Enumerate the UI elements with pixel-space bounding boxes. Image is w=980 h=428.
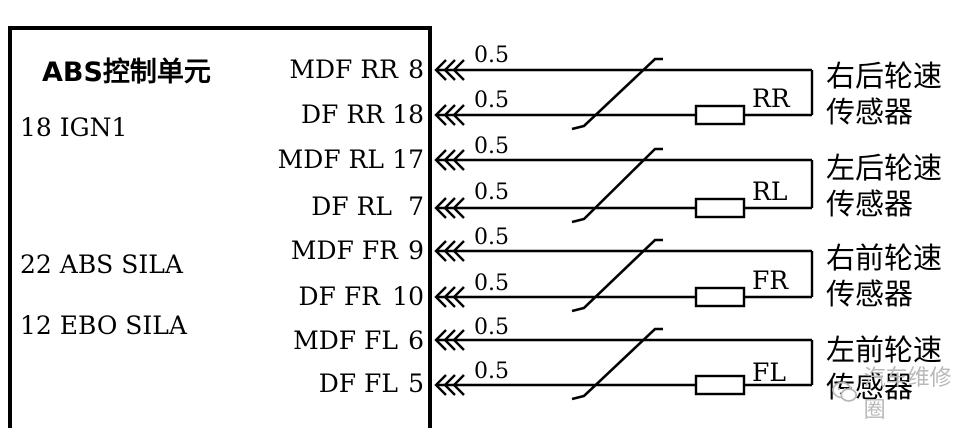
terminal-pin: 6: [408, 326, 424, 355]
wire-gauge: 0.5: [474, 43, 509, 68]
sensor-resistor: [694, 374, 746, 396]
watermark-text: 汽车维修圈: [863, 366, 952, 423]
sensor-name-rl-2: 传感器: [826, 187, 913, 221]
terminal-pin: 7: [408, 192, 424, 221]
sensor-code-rl: RL: [752, 177, 787, 206]
unit-pin-ign1: 18 IGN1: [20, 113, 127, 142]
sensor-name-rr-2: 传感器: [826, 95, 913, 129]
control-unit-title: ABS控制单元: [42, 57, 211, 88]
wire-gauge: 0.5: [474, 134, 509, 159]
wire-gauge: 0.5: [474, 359, 509, 384]
wire-gauge: 0.5: [474, 88, 509, 113]
terminal-label: DF RR: [301, 100, 385, 129]
control-unit-box: [8, 26, 432, 428]
sensor-name-rl-1: 左后轮速: [826, 151, 942, 185]
twisted-pair-mark: [571, 327, 663, 401]
sensor-name-fl-2: 传感器: [826, 370, 913, 404]
twisted-pair-mark: [571, 147, 663, 224]
sensor-resistor: [694, 286, 746, 308]
sensor-resistor: [694, 197, 746, 219]
terminal-label: MDF FR: [291, 236, 399, 265]
terminal-label: DF RL: [311, 192, 392, 221]
terminal-pin: 18: [392, 100, 424, 129]
terminal-label: MDF RR: [289, 55, 399, 84]
sensor-name-fr-2: 传感器: [826, 277, 913, 311]
watermark: 汽车维修圈: [832, 366, 972, 423]
terminal-label: DF FR: [298, 282, 381, 311]
terminal-pin: 8: [408, 55, 424, 84]
twisted-pair-mark: [571, 238, 663, 313]
sensor-name-fl-1: 左前轮速: [826, 333, 942, 367]
terminal-label: MDF RL: [278, 145, 384, 174]
unit-pin-ebo-sila: 12 EBO SILA: [20, 311, 188, 340]
sensor-code-rr: RR: [752, 84, 791, 113]
wiring: [434, 57, 814, 401]
sensor-name-rr-1: 右后轮速: [826, 59, 942, 93]
wire-gauge: 0.5: [474, 271, 509, 296]
terminal-label: DF FL: [319, 369, 398, 398]
wire-gauge: 0.5: [474, 225, 509, 250]
wire-gauge-labels: 0.5 0.5 0.5 0.5 0.5 0.5 0.5 0.5: [474, 43, 509, 384]
sensor-name-fr-1: 右前轮速: [826, 241, 942, 275]
unit-pin-abs-sila: 22 ABS SILA: [20, 250, 184, 279]
terminal-pin: 17: [392, 145, 424, 174]
sensor-code-fl: FL: [752, 358, 786, 387]
terminal-labels: MDF RR 8 DF RR 18 MDF RL 17 DF RL 7 MDF …: [278, 55, 424, 398]
terminal-pin: 5: [408, 369, 424, 398]
terminal-pin: 10: [392, 282, 424, 311]
terminal-pin: 9: [408, 236, 424, 265]
twisted-pair-mark: [571, 57, 663, 131]
terminal-label: MDF FL: [293, 326, 398, 355]
wire-gauge: 0.5: [474, 180, 509, 205]
wechat-icon: [832, 381, 858, 402]
sensor-resistor: [694, 104, 746, 126]
sensor-code-fr: FR: [752, 266, 789, 295]
wire-gauge: 0.5: [474, 315, 509, 340]
